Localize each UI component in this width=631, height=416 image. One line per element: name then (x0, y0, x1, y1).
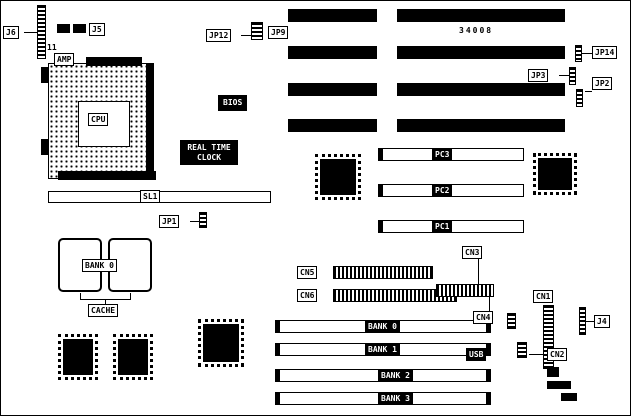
isa-slot-segment (397, 119, 565, 132)
jp2-label: JP2 (592, 77, 613, 90)
isa-slot-segment (288, 119, 377, 132)
leader-line (582, 53, 592, 54)
isa-slot-segment (288, 83, 377, 96)
jp14-connector (575, 45, 582, 62)
logic-ic (58, 334, 98, 380)
cn2-label: CN2 (547, 348, 568, 361)
bracket-line (80, 293, 81, 299)
leader-line (529, 354, 547, 355)
io-controller-ic (533, 153, 577, 195)
cn4-connector (507, 313, 516, 329)
jp12-label: JP12 (206, 29, 232, 42)
bracket-line (130, 293, 131, 299)
bank0-label: BANK 0 (365, 320, 400, 333)
part-number: 34008 (459, 26, 494, 35)
misc-component (547, 381, 571, 389)
isa-slot-segment (397, 9, 565, 22)
socket-tab (41, 139, 48, 155)
cn6-label: CN6 (297, 289, 318, 302)
cache-bank0-label: BANK 0 (82, 259, 117, 272)
bank2-label: BANK 2 (378, 369, 413, 382)
j4-connector (579, 307, 586, 335)
j4-label: J4 (594, 315, 610, 328)
jp9-label: JP9 (268, 26, 289, 39)
leader-line (586, 321, 594, 322)
isa-slot-segment (288, 46, 377, 59)
isa-slot-segment (397, 83, 565, 96)
leader-line (585, 91, 592, 92)
jp3-label: JP3 (528, 69, 549, 82)
jp14-label: JP14 (592, 46, 618, 59)
socket-tab (41, 67, 48, 83)
jp12-jp9-pin-header (251, 22, 263, 40)
bank3-label: BANK 3 (378, 392, 413, 405)
pc2-label: PC2 (432, 184, 453, 197)
cpu-label: CPU (88, 113, 109, 126)
jp3-connector (569, 67, 576, 85)
logic-ic (198, 319, 244, 367)
jp1-connector (199, 212, 207, 228)
cn5-connector (333, 266, 433, 279)
bank1-label: BANK 1 (365, 343, 400, 356)
j5-label: J5 (89, 23, 105, 36)
bios-chip-label: BIOS (218, 95, 248, 111)
rtc-line1: REAL TIME (187, 143, 231, 152)
rtc-chip-label: REAL TIME CLOCK (180, 140, 238, 165)
pc3-label: PC3 (432, 148, 453, 161)
sl1-label: SL1 (140, 190, 161, 203)
j5-connector-a (57, 24, 70, 33)
cn3-label: CN3 (462, 246, 483, 259)
cn5-label: CN5 (297, 266, 318, 279)
logic-ic (113, 334, 153, 380)
cn1-label: CN1 (533, 290, 554, 303)
misc-component (561, 393, 577, 401)
cn4-label: CN4 (473, 311, 494, 324)
misc-component (547, 367, 559, 377)
rtc-line2: CLOCK (196, 153, 222, 162)
cache-label: CACHE (88, 304, 119, 317)
socket-edge-bar (146, 63, 154, 173)
cn3-connector (436, 284, 494, 297)
leader-line (559, 75, 569, 76)
isa-slot-segment (397, 46, 565, 59)
j6-connector (37, 5, 46, 59)
pin1-marker: 11 (47, 43, 57, 52)
socket-edge-bar (86, 57, 142, 66)
amp-socket-label: AMP (54, 53, 75, 66)
jp1-label: JP1 (159, 215, 180, 228)
chipset-ic (315, 154, 361, 200)
j5-connector-b (73, 24, 86, 33)
leader-line (190, 221, 199, 222)
leader-line (241, 35, 251, 36)
socket-edge-bar (58, 171, 156, 180)
usb-label: USB (466, 348, 487, 361)
cn2-connector (517, 342, 527, 358)
j6-label: J6 (3, 26, 19, 39)
isa-slot-segment (288, 9, 377, 22)
bracket-line (105, 299, 106, 304)
leader-line (24, 32, 37, 33)
leader-line (489, 297, 490, 311)
jp2-connector (576, 89, 583, 107)
leader-line (478, 259, 479, 284)
pc1-label: PC1 (432, 220, 453, 233)
